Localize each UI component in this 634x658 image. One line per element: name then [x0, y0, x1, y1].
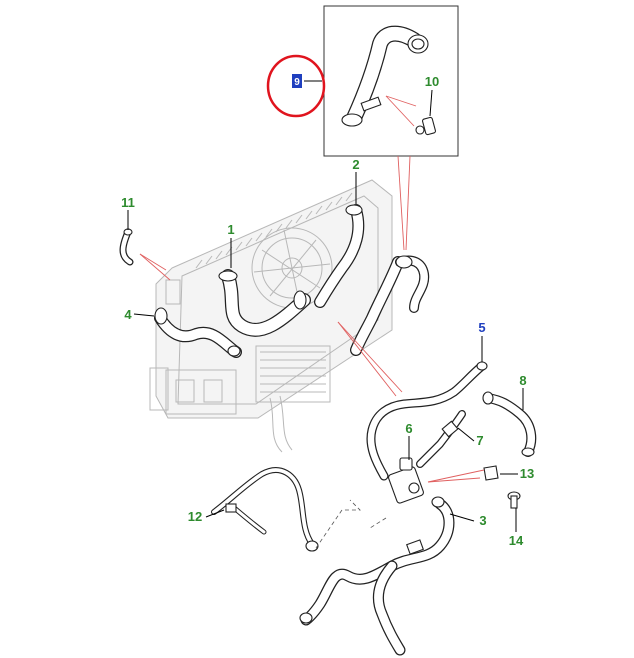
inset-detail-box: 9 — [292, 5, 459, 157]
marker-9-label: 9 — [294, 77, 300, 88]
dashed-guide-line-2 — [369, 517, 387, 529]
coolant-hose-8 — [482, 391, 537, 457]
bracket-13 — [483, 465, 499, 481]
callout-5: 5 — [478, 320, 485, 335]
highlight-circle — [266, 54, 326, 118]
coolant-hose-5 — [366, 361, 488, 481]
callout-12: 12 — [188, 509, 202, 524]
callout-2: 2 — [352, 157, 359, 172]
callout-6: 6 — [405, 421, 412, 436]
coolant-hose-3 — [299, 496, 455, 656]
valve-6 — [388, 457, 424, 504]
small-hose-11 — [119, 228, 134, 266]
lower-radiator-hose-4 — [154, 307, 242, 358]
right-radiator-hose — [350, 255, 430, 356]
dashed-guide-line — [315, 499, 361, 549]
callout-10: 10 — [425, 74, 439, 89]
callout-11: 11 — [121, 195, 135, 210]
upper-radiator-hose-1 — [218, 269, 311, 337]
callout-14: 14 — [509, 533, 524, 548]
bolt-14 — [507, 491, 521, 509]
marker-9-box — [292, 74, 302, 88]
callout-1: 1 — [227, 222, 234, 237]
radiator-hose-2 — [314, 204, 365, 308]
coolant-hose-7 — [416, 410, 466, 468]
callout-3: 3 — [479, 513, 486, 528]
callout-7: 7 — [476, 433, 483, 448]
reference-lines — [139, 155, 485, 483]
coolant-hose-12 — [211, 467, 319, 552]
callout-4: 4 — [124, 307, 132, 322]
leader-lines — [127, 172, 524, 532]
callout-8: 8 — [519, 373, 526, 388]
radiator-assembly-ghost — [149, 179, 393, 453]
callout-13: 13 — [520, 466, 534, 481]
